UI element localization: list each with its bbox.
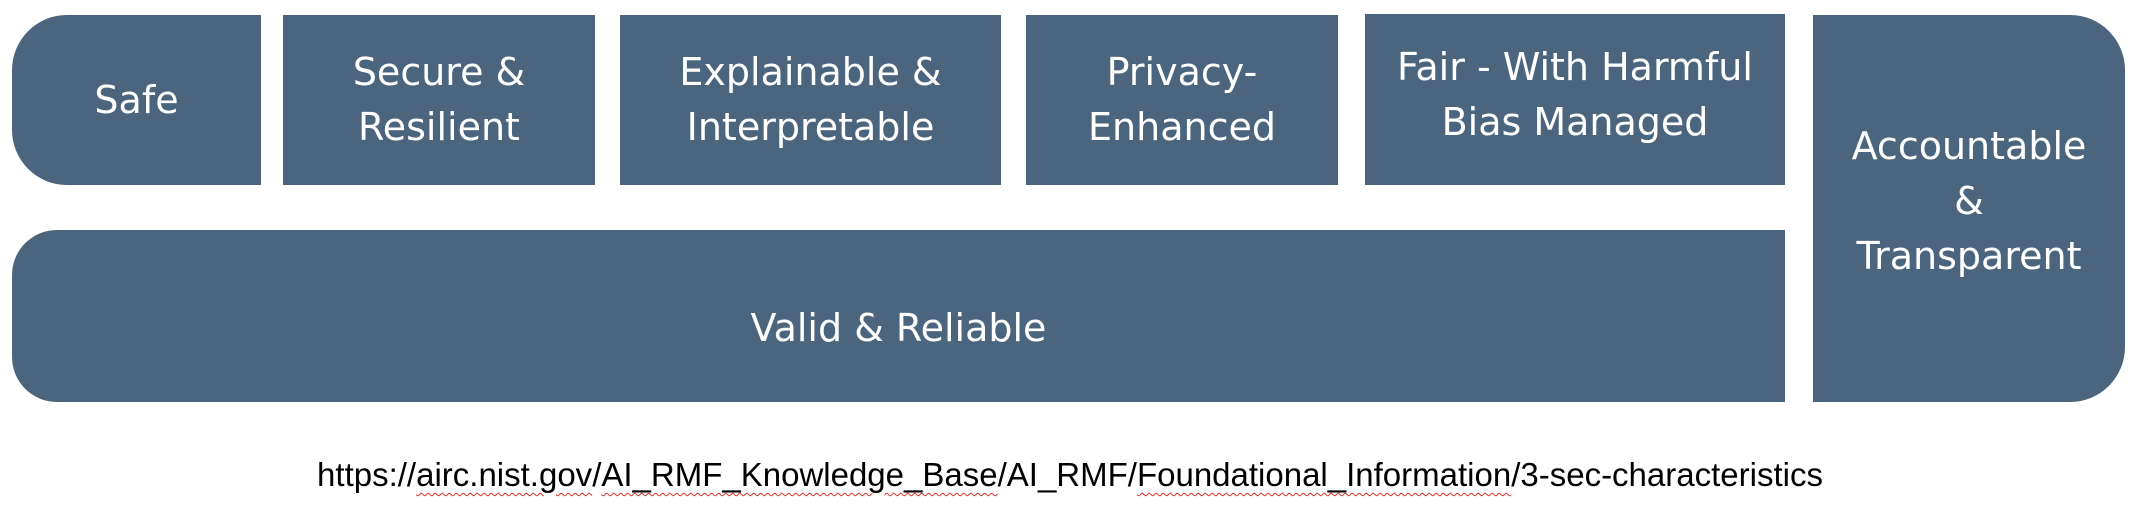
- characteristic-valid-reliable: Valid & Reliable: [12, 230, 1785, 402]
- url-part-misspelled: AI_RMF_Knowledge_Base: [601, 456, 998, 493]
- characteristic-safe: Safe: [12, 15, 261, 185]
- url-part: https://: [317, 456, 417, 493]
- characteristic-accountable-transparent: Accountable & Transparent: [1813, 15, 2125, 402]
- url-part-misspelled: Foundational_Information: [1136, 456, 1512, 493]
- characteristic-explainable-interpretable: Explainable & Interpretable: [620, 15, 1001, 185]
- url-part: /: [592, 456, 602, 493]
- url-part-misspelled: airc.nist.gov: [416, 456, 593, 493]
- source-url[interactable]: https://airc.nist.gov/AI_RMF_Knowledge_B…: [0, 456, 2140, 494]
- url-part: /3-sec-characteristics: [1511, 456, 1823, 493]
- characteristic-fair-bias-managed: Fair - With Harmful Bias Managed: [1365, 14, 1785, 185]
- url-part: /AI_RMF/: [997, 456, 1137, 493]
- characteristic-privacy-enhanced: Privacy- Enhanced: [1026, 15, 1338, 185]
- characteristic-secure-resilient: Secure & Resilient: [283, 15, 595, 185]
